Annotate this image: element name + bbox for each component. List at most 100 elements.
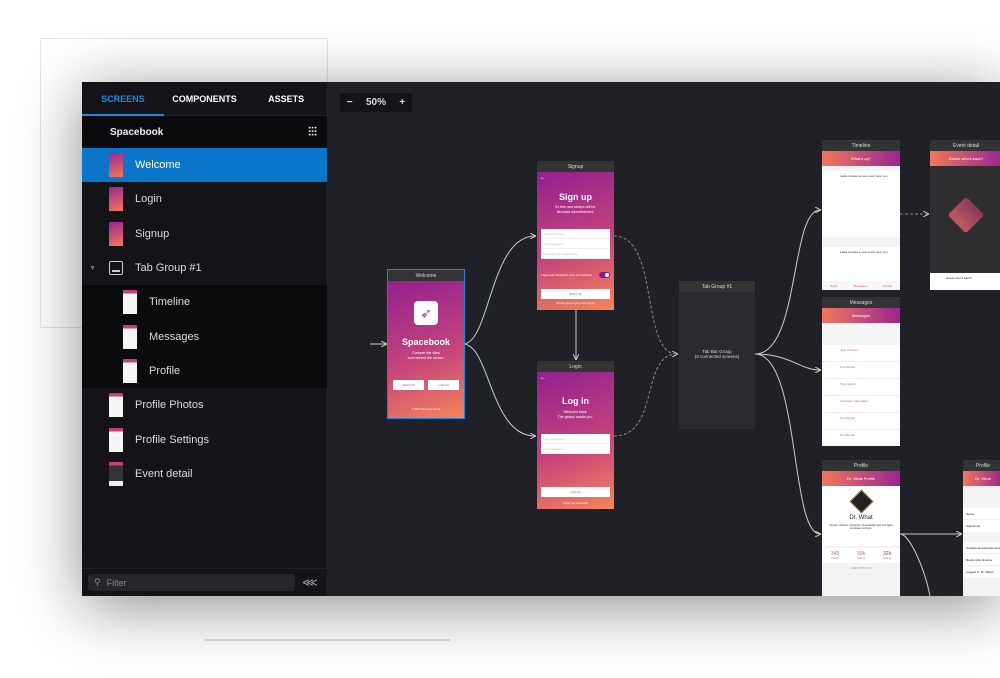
forgot-password-link[interactable]: Forgot your password? [562, 502, 589, 505]
screen-thumbnail [109, 461, 123, 486]
rocket-logo-icon: ➶ [414, 301, 438, 325]
username-field[interactable]: Your username [541, 434, 610, 444]
screen-login[interactable]: Login ← Log in Welcome back. The galaxy … [537, 361, 614, 509]
sidebar-item-timeline[interactable]: Timeline [82, 285, 327, 320]
settings-row[interactable]: Logged in: Dr. Whom [966, 570, 995, 574]
screen-profile[interactable]: Profile Dr. What Profile Dr. What Travel… [822, 460, 900, 596]
item-label: Profile Photos [135, 399, 204, 412]
screen-header: Messages [822, 308, 900, 323]
settings-row[interactable]: Occasional advertisement [963, 542, 1000, 554]
login-submit-button[interactable]: LOG IN [541, 487, 610, 497]
settings-row[interactable]: Spacemail [966, 524, 981, 528]
tagline: Conquer the stars [412, 351, 440, 355]
screen-title: Profile [822, 460, 900, 471]
flow-share-icon[interactable]: ⋘ [302, 577, 318, 589]
screen-timeline[interactable]: Timeline What's up? Laika created a new … [822, 140, 900, 290]
heading: Sign up [559, 192, 592, 202]
tagline: from behind the screen. [407, 356, 445, 360]
sliders-icon[interactable]: ⫶⫶⫶ [307, 124, 317, 139]
screen-event-detail[interactable]: Event detail Guess who's back? Guess who… [930, 140, 1000, 290]
item-label: Event detail [135, 467, 193, 480]
footer: © 2018 Supernova Studio [411, 408, 441, 411]
caret-down-icon[interactable]: ▼ [89, 264, 96, 272]
event-image [947, 196, 985, 234]
tab-group-node[interactable]: Tab Group #1 Tab Bar Group (3 connected … [679, 281, 755, 429]
screen-messages[interactable]: Messages Messages Jack O'Kneel Fox Murde… [822, 297, 900, 446]
tab-profile: Profile [883, 283, 892, 288]
screen-thumbnail [109, 153, 123, 178]
password-field[interactable]: Your password [541, 444, 610, 454]
screen-header: Dr. What Profile [822, 471, 900, 486]
stat-value: 345 [830, 551, 840, 557]
tab-group-icon [109, 261, 123, 276]
sidebar-item-login[interactable]: Login [82, 182, 327, 216]
terms-toggle[interactable] [599, 272, 610, 278]
tab-screens[interactable]: SCREENS [82, 82, 164, 116]
login-button[interactable]: LOG IN [428, 380, 459, 390]
sidebar-item-messages[interactable]: Messages [82, 319, 327, 354]
screen-title: Messages [822, 297, 900, 308]
screen-thumbnail [109, 187, 123, 212]
filter-bar: ⚲Filter ⋘ [82, 568, 327, 596]
screen-header: Dr. What [963, 471, 1000, 486]
screen-profile-settings[interactable]: Profile Dr. What Name Spacemail Occasion… [963, 460, 1000, 596]
screen-welcome[interactable]: Welcome ➶ Spacebook Conquer the stars fr… [387, 269, 465, 419]
item-label: Signup [135, 227, 170, 240]
screen-thumbnail [109, 221, 123, 246]
tab-components[interactable]: COMPONENTS [172, 93, 237, 104]
terms-label: I agree with Intergalactic terms and con… [541, 273, 592, 277]
password-field[interactable]: Your password [541, 239, 610, 249]
settings-row[interactable]: Name [963, 508, 1000, 520]
sidebar-item-profile-settings[interactable]: Profile Settings [82, 422, 327, 456]
signup-submit-button[interactable]: SIGN UP [541, 289, 610, 299]
sidebar-item-tab-group[interactable]: ▼Tab Group #1 [82, 251, 327, 285]
sidebar-item-profile-photos[interactable]: Profile Photos [82, 388, 327, 422]
item-label: Profile Settings [135, 433, 209, 446]
password-confirm-field[interactable]: Password (8+ characters) [541, 249, 610, 259]
zoom-level: 50% [365, 97, 386, 108]
event-card: Guess who's back? [930, 273, 1000, 290]
sidebar: SCREENS COMPONENTS ASSETS Spacebook ⫶⫶⫶ … [82, 82, 327, 596]
divider [205, 639, 450, 641]
screen-thumbnail [123, 324, 137, 349]
screen-title: Profile [963, 460, 1000, 471]
sidebar-item-signup[interactable]: Signup [82, 217, 327, 251]
message-item[interactable]: Time Spark [822, 379, 900, 396]
zoom-in-button[interactable]: + [399, 97, 406, 108]
sidebar-item-profile[interactable]: Profile [82, 353, 327, 389]
profile-bio: Traveler, dreamer, showman. Occasionally… [828, 524, 894, 530]
tab-assets[interactable]: ASSETS [268, 93, 305, 104]
screen-thumbnail [123, 290, 137, 315]
flow-connectors [370, 0, 1000, 596]
subtitle: Because advertisement. [556, 210, 595, 214]
screen-signup[interactable]: Signup ← Sign up It's free and always wi… [537, 161, 614, 310]
zoom-control: − 50% + [340, 93, 412, 112]
message-item[interactable]: Fox Murder [822, 413, 900, 430]
filter-input[interactable]: ⚲Filter [88, 574, 295, 591]
timeline-post: Laika created a new event near you [840, 174, 888, 178]
group-label: Tab Bar Group [702, 349, 732, 354]
message-item[interactable]: Fox Murder [822, 362, 900, 379]
message-item[interactable]: Lukewarm Skywalker [822, 396, 900, 413]
screen-thumbnail [109, 427, 123, 452]
username-field[interactable]: Your username [541, 229, 610, 239]
subtitle: The galaxy awaits you. [557, 415, 594, 419]
stat-value: 59k [857, 551, 866, 557]
item-label: Profile [149, 364, 181, 377]
screen-title: Event detail [930, 140, 1000, 151]
filter-placeholder: Filter [106, 577, 127, 588]
zoom-out-button[interactable]: − [346, 97, 353, 108]
item-label: Messages [149, 330, 200, 343]
timeline-post: Laika created a new event near you [840, 250, 888, 254]
screen-title: Welcome [388, 270, 464, 281]
settings-row[interactable]: Randomize timeline [963, 554, 1000, 566]
sidebar-item-welcome[interactable]: Welcome [82, 148, 327, 183]
login-link[interactable]: Already gave us your soul? Log in! [556, 302, 595, 305]
tab-messages: Messages [853, 283, 868, 288]
stat-label: Sailors [857, 557, 865, 560]
sidebar-item-event-detail[interactable]: Event detail [82, 457, 327, 491]
message-item[interactable]: Fox Murder [822, 430, 900, 446]
signup-button[interactable]: SIGN UP [393, 380, 424, 390]
stat-value: 32k [883, 551, 892, 557]
message-item[interactable]: Jack O'Kneel [822, 345, 900, 362]
